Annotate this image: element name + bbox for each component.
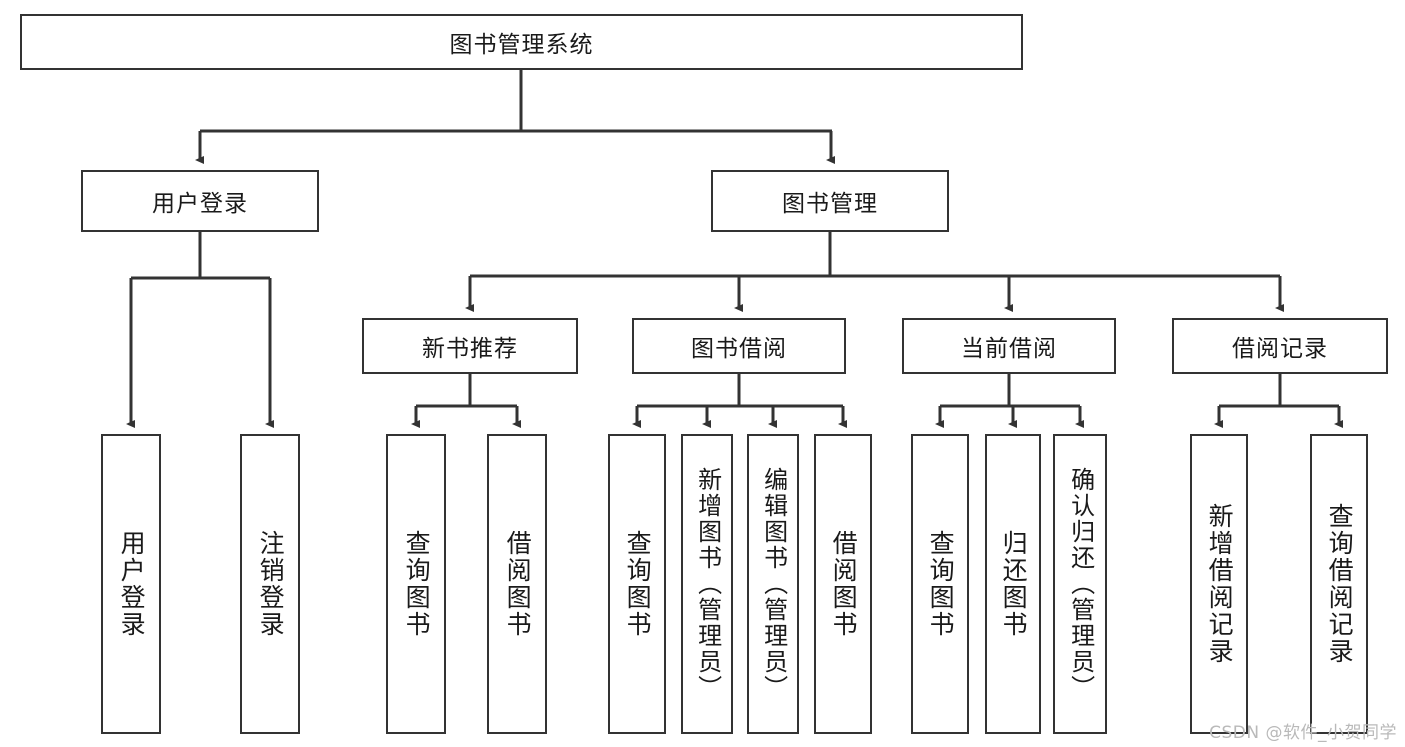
node-current-borrow-label: 当前借阅 [961, 336, 1057, 362]
leaf-query-borrow-record[interactable]: 查询借阅记录 [1310, 434, 1368, 734]
leaf-query-book-recommend-label: 查询图书 [402, 530, 432, 638]
leaf-borrow-book-label: 借阅图书 [829, 530, 859, 638]
leaf-borrow-book[interactable]: 借阅图书 [814, 434, 872, 734]
leaf-return-book-label: 归还图书 [999, 530, 1029, 638]
node-new-book-recommend[interactable]: 新书推荐 [362, 318, 578, 374]
leaf-edit-book-admin[interactable]: 编辑图书（管理员） [747, 434, 799, 734]
leaf-user-login-label: 用户登录 [117, 530, 147, 638]
node-new-book-recommend-label: 新书推荐 [422, 336, 518, 362]
leaf-confirm-return-admin-label: 确认归还（管理员） [1066, 467, 1095, 701]
leaf-query-book-current-label: 查询图书 [926, 530, 956, 638]
leaf-logout[interactable]: 注销登录 [240, 434, 300, 734]
leaf-add-book-admin-label: 新增图书（管理员） [693, 467, 722, 701]
leaf-query-book-recommend[interactable]: 查询图书 [386, 434, 446, 734]
leaf-add-borrow-record-label: 新增借阅记录 [1205, 503, 1235, 665]
node-root[interactable]: 图书管理系统 [20, 14, 1023, 70]
leaf-query-borrow-record-label: 查询借阅记录 [1325, 503, 1355, 665]
leaf-add-book-admin[interactable]: 新增图书（管理员） [681, 434, 733, 734]
leaf-logout-label: 注销登录 [256, 530, 286, 638]
leaf-edit-book-admin-label: 编辑图书（管理员） [759, 467, 788, 701]
leaf-query-book-current[interactable]: 查询图书 [911, 434, 969, 734]
node-book-borrow-label: 图书借阅 [691, 336, 787, 362]
node-book-borrow[interactable]: 图书借阅 [632, 318, 846, 374]
leaf-borrow-book-recommend[interactable]: 借阅图书 [487, 434, 547, 734]
node-book-management-label: 图书管理 [782, 191, 878, 217]
watermark-text: CSDN @软件_小贺同学 [1209, 723, 1397, 743]
leaf-add-borrow-record[interactable]: 新增借阅记录 [1190, 434, 1248, 734]
leaf-user-login[interactable]: 用户登录 [101, 434, 161, 734]
leaf-confirm-return-admin[interactable]: 确认归还（管理员） [1053, 434, 1107, 734]
node-current-borrow[interactable]: 当前借阅 [902, 318, 1116, 374]
leaf-borrow-book-recommend-label: 借阅图书 [503, 530, 533, 638]
node-borrow-records-label: 借阅记录 [1232, 336, 1328, 362]
node-borrow-records[interactable]: 借阅记录 [1172, 318, 1388, 374]
leaf-query-book-borrow-label: 查询图书 [623, 530, 653, 638]
node-root-label: 图书管理系统 [449, 32, 594, 58]
leaf-query-book-borrow[interactable]: 查询图书 [608, 434, 666, 734]
leaf-return-book[interactable]: 归还图书 [985, 434, 1041, 734]
node-book-management[interactable]: 图书管理 [711, 170, 949, 232]
node-user-login[interactable]: 用户登录 [81, 170, 319, 232]
node-user-login-label: 用户登录 [152, 191, 248, 217]
